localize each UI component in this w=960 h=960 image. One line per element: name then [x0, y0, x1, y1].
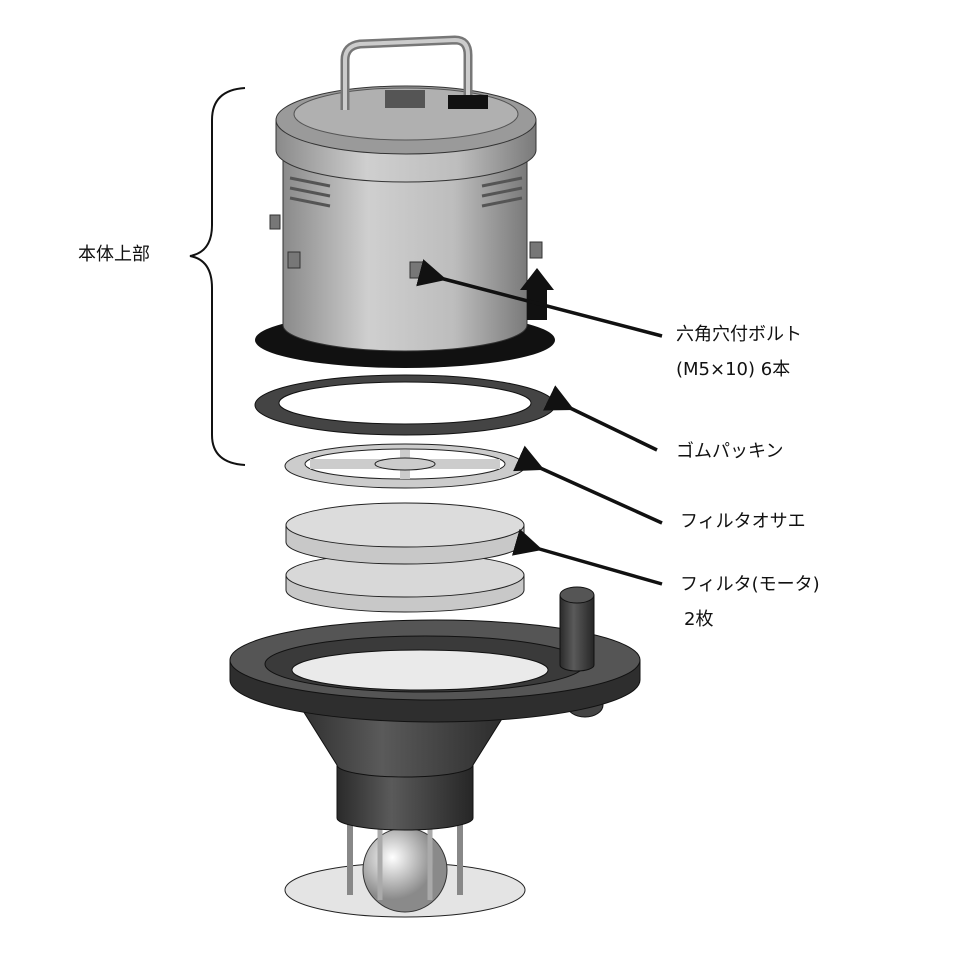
- upper-body-unit: [255, 35, 555, 368]
- leader-filter: [511, 528, 663, 586]
- label-bolt: 六角穴付ボルト: [676, 324, 802, 345]
- label-filter: フィルタ(モータ): [680, 574, 820, 595]
- label-gasket: ゴムパッキン: [676, 441, 784, 462]
- brace: [189, 87, 246, 466]
- lower-housing: [229, 586, 641, 918]
- leader-retainer: [513, 445, 663, 525]
- label-bolt-spec: (M5×10) 6本: [676, 359, 791, 380]
- rubber-gasket: [254, 374, 556, 436]
- label-filter-retainer: フィルタオサエ: [680, 511, 806, 532]
- label-upper-body: 本体上部: [78, 244, 150, 265]
- label-filter-qty: 2枚: [684, 609, 714, 630]
- leader-bolt: [416, 259, 663, 338]
- motor-filters: [285, 502, 525, 613]
- filter-retainer: [284, 443, 526, 489]
- leader-gasket: [543, 385, 658, 452]
